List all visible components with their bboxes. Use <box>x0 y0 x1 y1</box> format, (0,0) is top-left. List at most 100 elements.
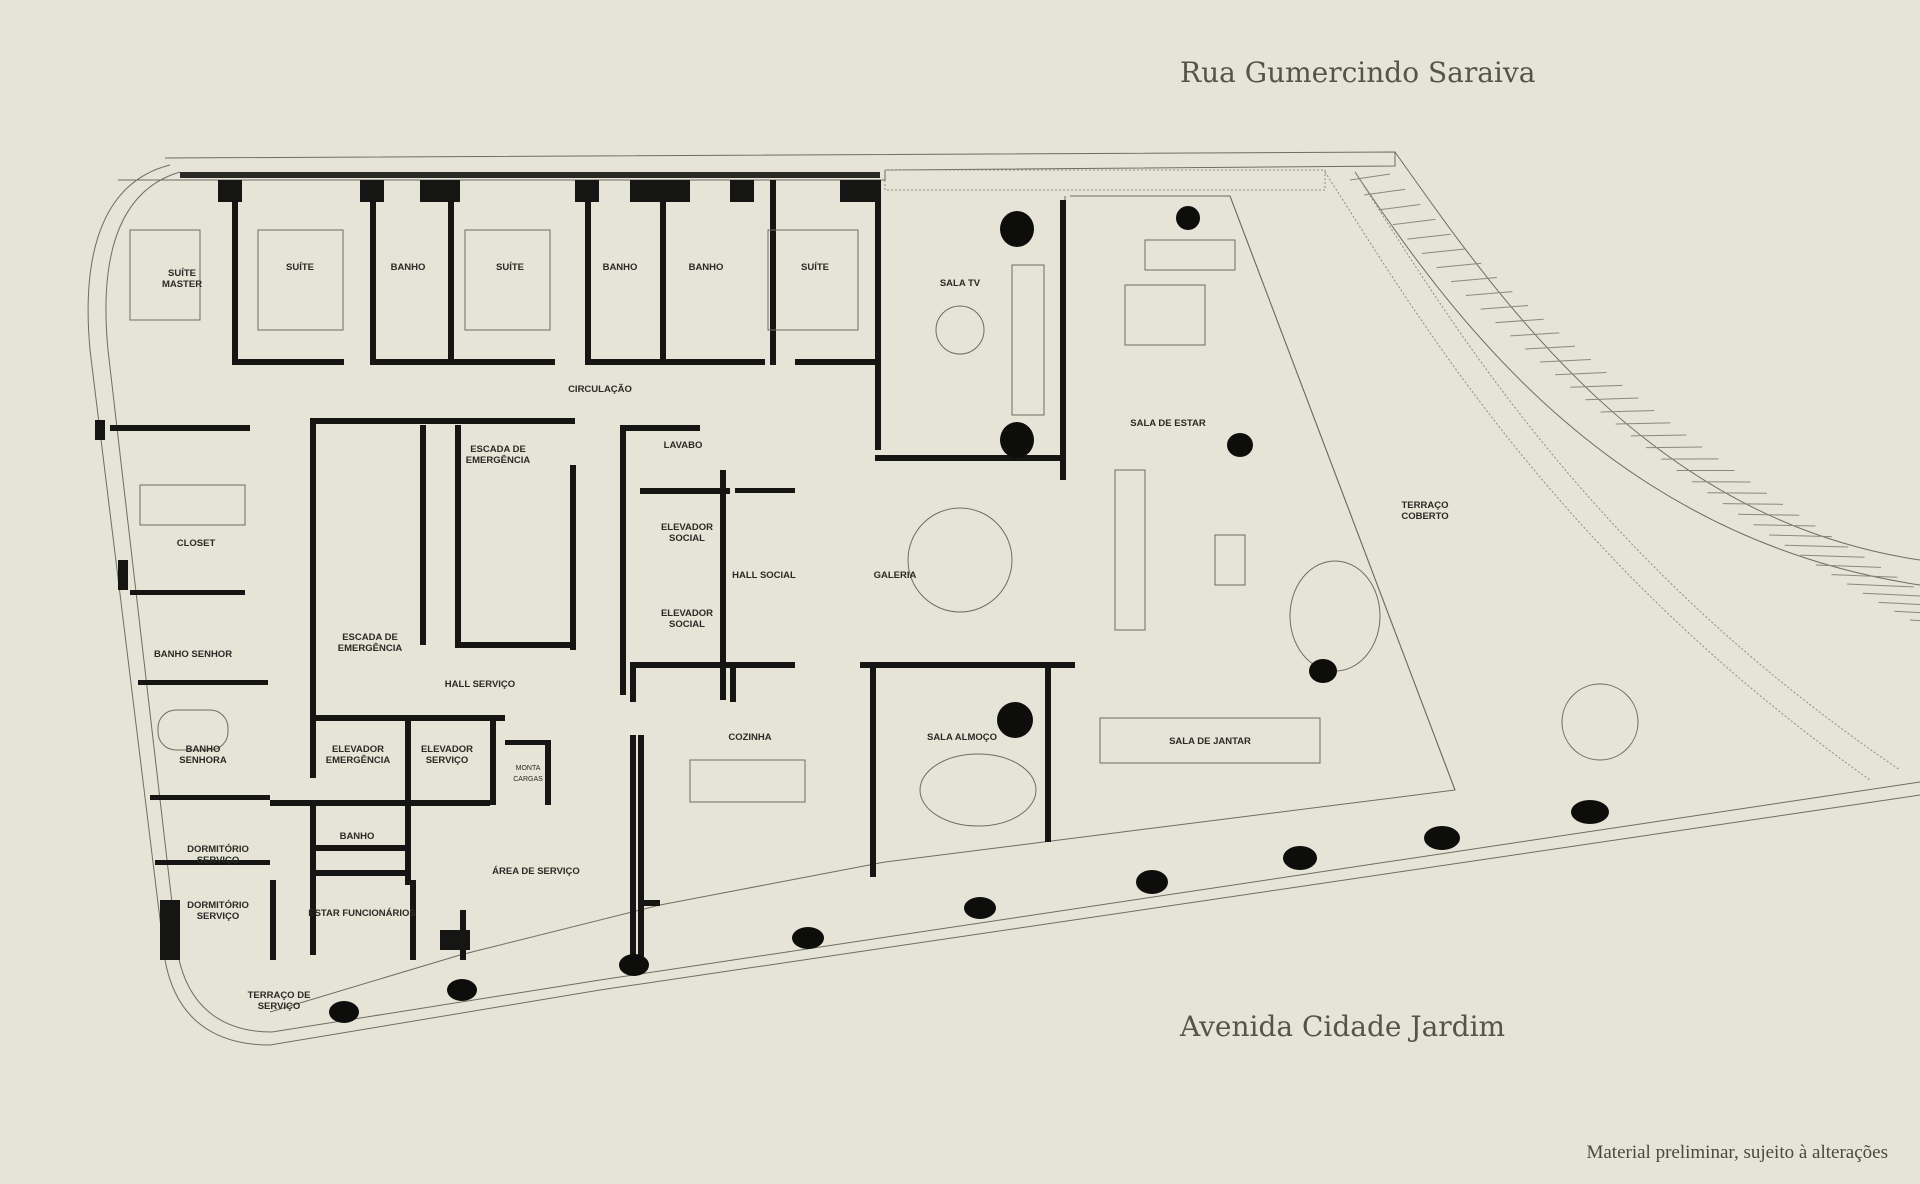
room-label-suite-1: SUÍTE <box>286 262 314 273</box>
room-label-line: BANHO <box>603 262 638 273</box>
room-label-sala-estar: SALA DE ESTAR <box>1130 418 1206 429</box>
ramp-line <box>1646 446 1703 449</box>
room-label-line: SERVIÇO <box>258 1001 301 1012</box>
ramp-line <box>1847 583 1914 588</box>
ramp-line <box>1815 564 1881 568</box>
walls <box>95 172 1075 965</box>
room-label-line: SUÍTE <box>801 262 829 273</box>
room-label-monta-cargas: MONTA CARGAS <box>513 765 543 783</box>
room-label-cozinha: COZINHA <box>728 732 771 743</box>
ramp-line <box>1585 397 1639 401</box>
ramp-line <box>1480 305 1528 310</box>
room-label-line: TERRAÇO DE <box>248 990 311 1001</box>
site-outline <box>87 151 1920 1046</box>
furniture <box>129 229 1639 827</box>
room-label-line: SUÍTE <box>168 268 196 279</box>
ramp-line <box>1831 574 1898 578</box>
room-label-line: GALERIA <box>874 570 917 581</box>
room-label-line: BANHO SENHOR <box>154 649 232 660</box>
ramp-line <box>1555 371 1607 376</box>
room-label-banho-3: BANHO <box>689 262 724 273</box>
room-label-sala-jantar: SALA DE JANTAR <box>1169 736 1251 747</box>
room-label-banho-1: BANHO <box>391 262 426 273</box>
room-label-line: MONTA <box>516 765 541 772</box>
room-label-area-servico: ÁREA DE SERVIÇO <box>492 866 580 877</box>
room-label-line: SERVIÇO <box>197 911 240 922</box>
ramp-line <box>1421 248 1467 254</box>
ramp-line <box>1465 291 1513 296</box>
planter-strip <box>884 169 1901 781</box>
street-label-top: Rua Gumercindo Saraiva <box>1180 56 1536 89</box>
columns <box>329 206 1609 1023</box>
floor-boundary <box>118 170 1456 1013</box>
room-label-line: SOCIAL <box>669 619 705 630</box>
ramp-line <box>1540 358 1591 363</box>
room-label-line: ESTAR FUNCIONÁRIOS <box>308 908 416 919</box>
room-label-line: MASTER <box>162 279 202 290</box>
room-label-line: DORMITÓRIO <box>187 843 249 855</box>
room-label-line: ESCADA DE <box>342 632 398 643</box>
room-label-circulacao-h: CIRCULAÇÃO <box>568 384 632 395</box>
room-label-line: SALA DE JANTAR <box>1169 736 1251 747</box>
room-label-line: ESCADA DE <box>470 444 526 455</box>
room-label-banho-func: BANHO <box>340 831 375 842</box>
ramp-line <box>1378 203 1421 211</box>
street-label-bottom: Avenida Cidade Jardim <box>1180 1010 1506 1043</box>
room-label-line: CARGAS <box>513 776 543 783</box>
ramp-line <box>1525 345 1576 350</box>
room-label-line: ELEVADOR <box>661 522 713 533</box>
room-label-line: CIRCULAÇÃO <box>568 384 632 395</box>
room-label-line: SALA ALMOÇO <box>927 732 997 743</box>
ramp-line <box>1436 262 1482 269</box>
room-label-estar-func: ESTAR FUNCIONÁRIOS <box>308 908 416 919</box>
room-label-hall-servico: HALL SERVIÇO <box>445 679 515 690</box>
ramp-line <box>1722 503 1783 505</box>
disclaimer: Material preliminar, sujeito à alteraçõe… <box>1586 1142 1888 1163</box>
room-label-line: SALA TV <box>940 278 981 289</box>
ramp-line <box>1451 277 1497 283</box>
ramp-line <box>1909 619 1920 622</box>
room-label-line: LAVABO <box>664 440 703 451</box>
room-label-line: BANHO <box>340 831 375 842</box>
room-label-line: TERRAÇO <box>1402 500 1449 511</box>
ramp-line <box>1349 173 1391 181</box>
room-label-line: SUÍTE <box>496 262 524 273</box>
ramp-hatch <box>1349 173 1920 622</box>
room-label-line: ELEVADOR <box>661 608 713 619</box>
ramp-line <box>1738 513 1800 516</box>
ramp-line <box>1570 384 1623 388</box>
room-label-banho-2: BANHO <box>603 262 638 273</box>
ramp-line <box>1753 524 1816 527</box>
room-label-hall-social: HALL SOCIAL <box>732 570 796 581</box>
room-label-line: SENHORA <box>179 755 227 766</box>
room-label-line: DORMITÓRIO <box>187 899 249 911</box>
room-label-line: HALL SERVIÇO <box>445 679 515 690</box>
room-label-banho-senhor: BANHO SENHOR <box>154 649 232 660</box>
room-label-line: SERVIÇO <box>426 755 469 766</box>
ramp-line <box>1630 434 1687 437</box>
room-label-suite-2: SUÍTE <box>496 262 524 273</box>
room-label-galeria: GALERIA <box>874 570 917 581</box>
room-label-sala-tv: SALA TV <box>940 278 981 289</box>
ramp-line <box>1600 410 1655 413</box>
room-label-line: COBERTO <box>1401 511 1448 522</box>
room-label-suite-3: SUÍTE <box>801 262 829 273</box>
room-label-line: BANHO <box>186 744 221 755</box>
ramp-line <box>1615 422 1671 425</box>
room-label-line: BANHO <box>689 262 724 273</box>
room-label-line: ÁREA DE SERVIÇO <box>492 866 580 877</box>
room-label-sala-almoco: SALA ALMOÇO <box>927 732 997 743</box>
ramp-line <box>1878 601 1920 605</box>
